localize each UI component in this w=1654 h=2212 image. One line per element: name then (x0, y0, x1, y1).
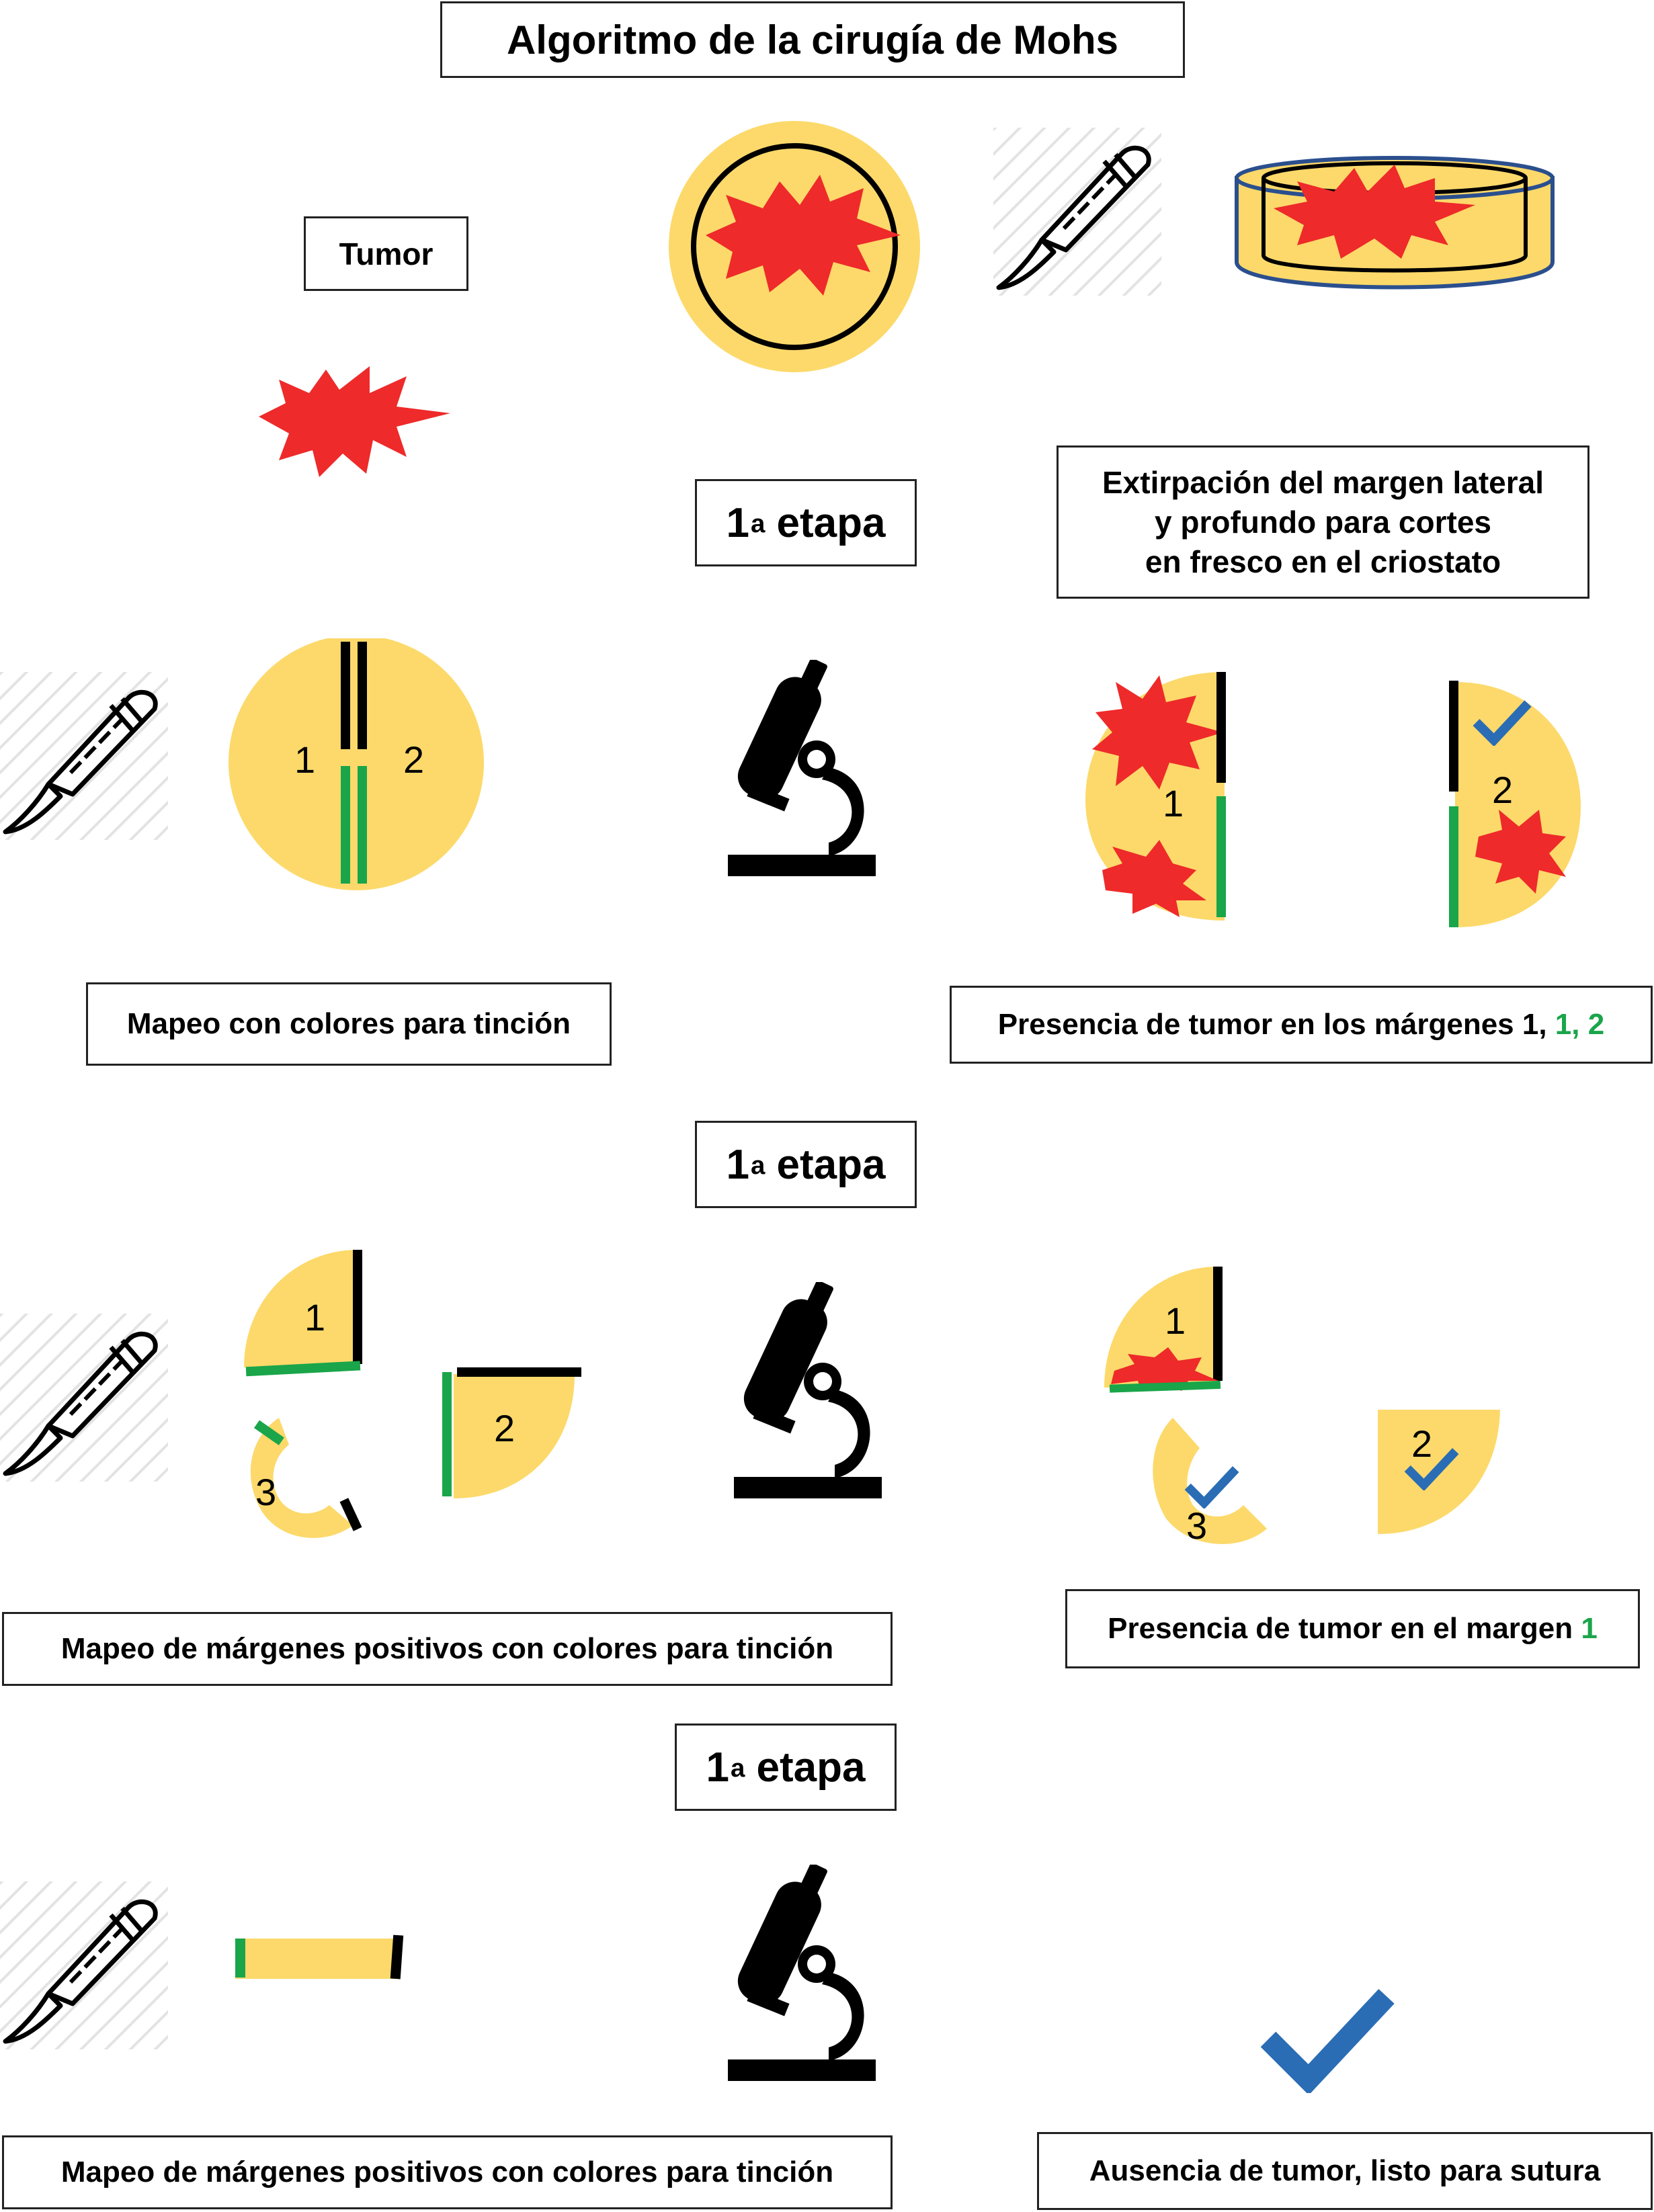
segment-number: 1 (294, 738, 315, 781)
stage-ordinal: a (730, 1753, 745, 1783)
mapping-label-3: Mapeo de márgenes positivos con colores … (2, 2135, 893, 2209)
stage3-tissue-strip (235, 1934, 404, 1980)
segment-number: 2 (1411, 1422, 1432, 1465)
presence-highlight: 1, 2 (1555, 1008, 1605, 1041)
tumor-icon (259, 366, 450, 477)
presence-label-1: Presencia de tumor en los márgenes 1, 1,… (950, 986, 1653, 1064)
stage2-result-quadrant-3: 3 (1153, 1418, 1267, 1547)
excised-tissue-diagram (669, 121, 920, 372)
segment-number: 2 (494, 1407, 515, 1449)
segment-number: 2 (403, 738, 424, 781)
stage2-result-quadrant-2: 2 (1378, 1410, 1500, 1534)
page-title: Algoritmo de la cirugía de Mohs (440, 1, 1185, 78)
stage2-quadrant-2: 2 (442, 1367, 581, 1498)
stage-word: etapa (765, 1141, 886, 1188)
presence-text: Presencia de tumor en el margen (1108, 1612, 1581, 1645)
microscope-icon (734, 1282, 882, 1504)
microscope-icon (728, 660, 876, 882)
presence-label-2: Presencia de tumor en el margen 1 (1065, 1589, 1640, 1668)
check-icon (1260, 1986, 1395, 2093)
stage-ordinal: a (750, 509, 766, 538)
stage2-result-quadrant-1: 1 (1104, 1267, 1223, 1393)
stage-number: 1 (726, 1141, 749, 1188)
segment-number: 1 (1163, 782, 1184, 824)
presence-highlight: 1 (1581, 1612, 1598, 1645)
segment-number: 1 (1165, 1300, 1186, 1342)
stage-number: 1 (726, 499, 749, 546)
mapping-label-2: Mapeo de márgenes positivos con colores … (2, 1612, 893, 1686)
excision-line-1: Extirpación del margen lateral (1102, 464, 1544, 500)
stage2-quadrant-3: 3 (250, 1418, 362, 1538)
excision-label: Extirpación del margen lateral y profund… (1057, 445, 1589, 599)
microscope-icon (728, 1865, 876, 2086)
segment-number: 2 (1492, 769, 1513, 811)
stage1-tissue-map: 1 2 (229, 638, 484, 890)
tumor-label: Tumor (304, 216, 468, 291)
segment-number: 1 (304, 1296, 325, 1338)
petri-dish-icon (1235, 156, 1555, 290)
scalpel-icon (0, 672, 168, 840)
stage-ordinal: a (750, 1150, 766, 1180)
excision-line-3: en fresco en el criostato (1145, 544, 1501, 579)
excision-line-2: y profundo para cortes (1155, 504, 1491, 540)
stage1-result-right: 2 (1449, 681, 1581, 927)
segment-number: 3 (255, 1471, 276, 1513)
stage-word: etapa (765, 499, 886, 546)
stage-word: etapa (745, 1744, 866, 1791)
mapping-label-1: Mapeo con colores para tinción (86, 982, 612, 1066)
stage-number: 1 (706, 1744, 729, 1791)
scalpel-icon (993, 128, 1161, 296)
scalpel-icon (0, 1881, 168, 2049)
absence-label: Ausencia de tumor, listo para sutura (1037, 2132, 1653, 2210)
presence-text: Presencia de tumor en los márgenes 1, (997, 1008, 1555, 1041)
scalpel-icon (0, 1314, 168, 1482)
stage1-result-left: 1 (1085, 672, 1226, 921)
stage2-quadrant-1: 1 (244, 1250, 362, 1377)
segment-number: 3 (1186, 1504, 1207, 1547)
